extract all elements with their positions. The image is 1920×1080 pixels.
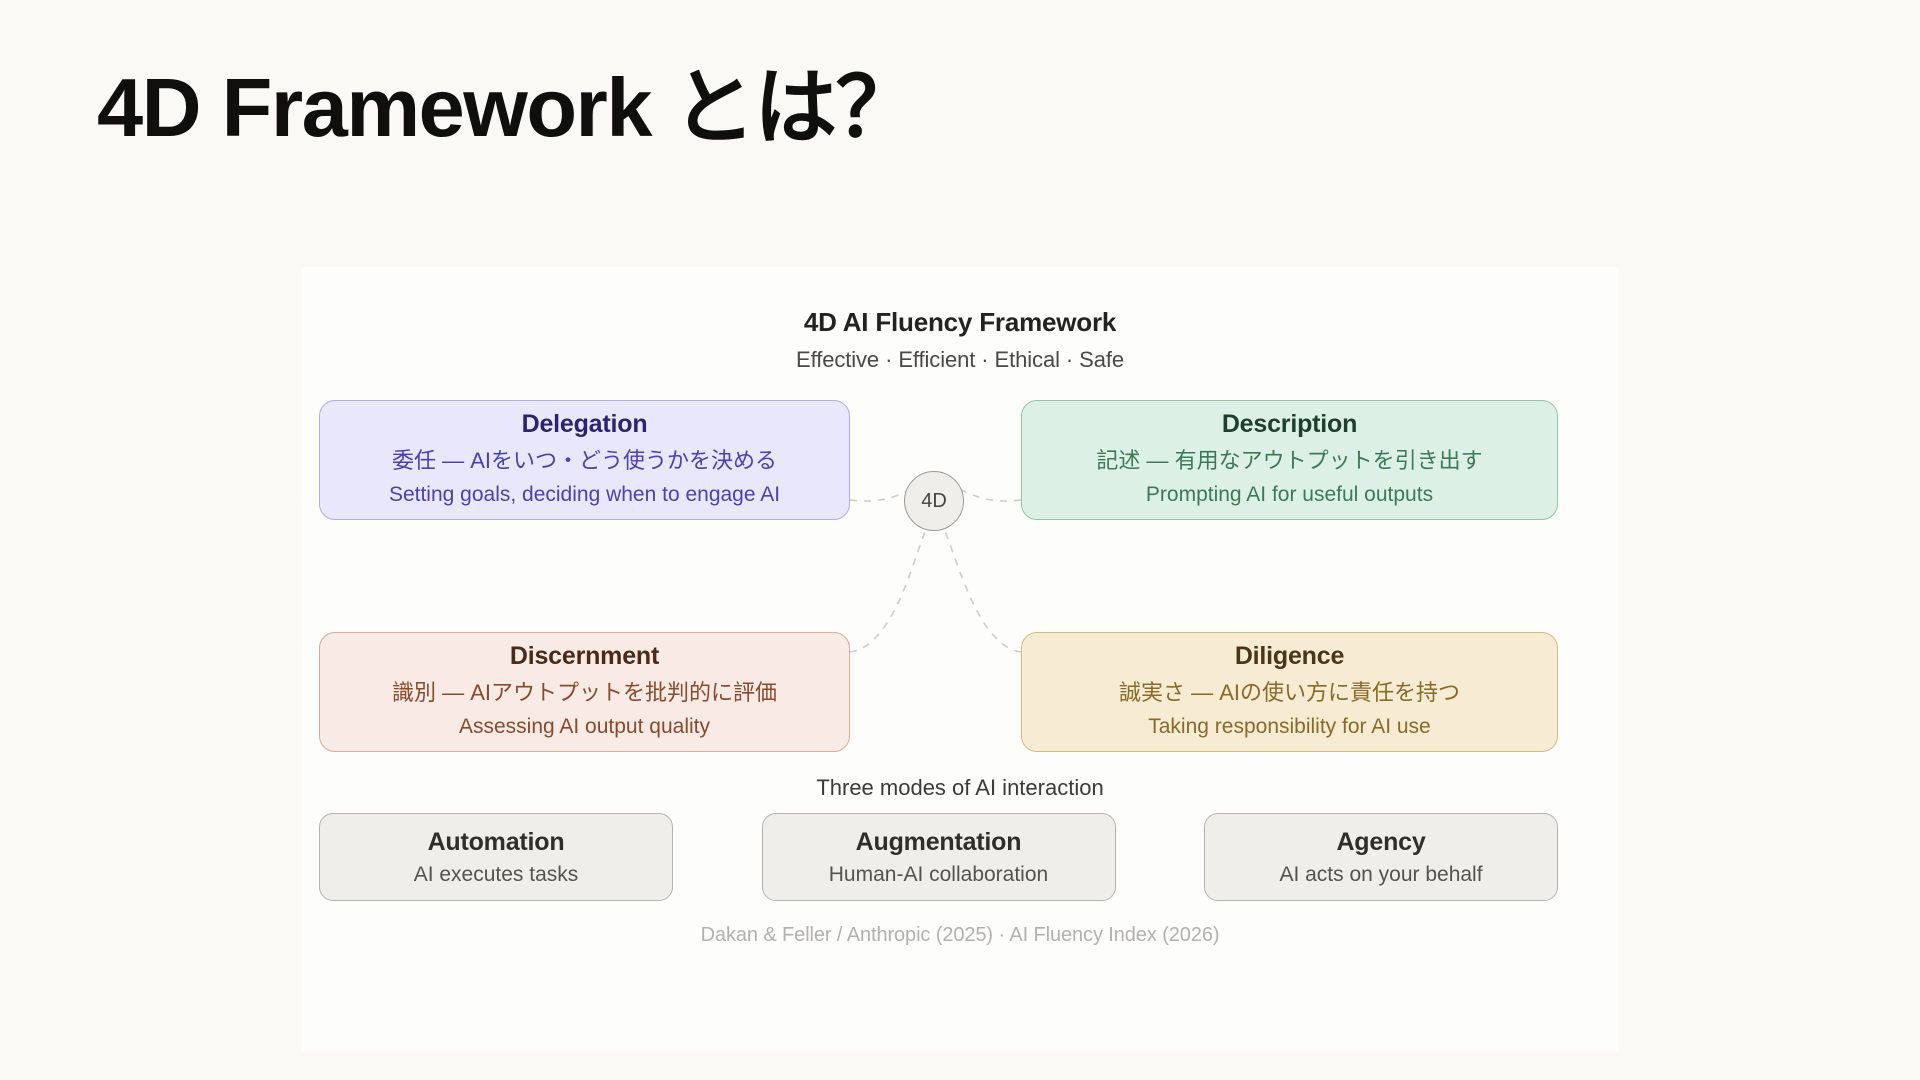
- mode-card-automation[interactable]: Automation AI executes tasks: [319, 813, 673, 901]
- mode-subtitle: AI executes tasks: [413, 862, 579, 886]
- modes-row: Automation AI executes tasks Augmentatio…: [319, 813, 1558, 901]
- mode-subtitle: AI acts on your behalf: [1279, 862, 1483, 886]
- quadrant-title: Delegation: [521, 410, 648, 439]
- quadrant-title: Description: [1221, 410, 1358, 439]
- quadrant-english-text: Taking responsibility for AI use: [1148, 715, 1431, 739]
- quadrant-english-text: Assessing AI output quality: [459, 715, 710, 739]
- quadrant-english-text: Setting goals, deciding when to engage A…: [388, 483, 781, 507]
- framework-diagram-panel: 4D AI Fluency Framework Effective · Effi…: [302, 267, 1618, 1052]
- quadrant-japanese-text: 委任 — AIをいつ・どう使うかを決める: [391, 448, 777, 474]
- quadrant-card-diligence[interactable]: Diligence 誠実さ — AIの使い方に責任を持つ Taking resp…: [1021, 632, 1558, 752]
- page-title: 4D Framework とは？: [97, 61, 919, 154]
- diagram-subtitle: Effective · Efficient · Ethical · Safe: [796, 347, 1124, 372]
- quadrant-card-discernment[interactable]: Discernment 識別 — AIアウトプットを批判的に評価 Assessi…: [319, 632, 850, 752]
- citation-text: Dakan & Feller / Anthropic (2025) · AI F…: [700, 924, 1220, 946]
- mode-card-agency[interactable]: Agency AI acts on your behalf: [1204, 813, 1558, 901]
- quadrant-title: Discernment: [509, 642, 660, 671]
- mode-title: Augmentation: [855, 827, 1022, 856]
- quadrant-english-text: Prompting AI for useful outputs: [1145, 483, 1434, 507]
- quadrant-card-description[interactable]: Description 記述 — 有用なアウトプットを引き出す Promptin…: [1021, 400, 1558, 520]
- mode-title: Automation: [427, 827, 565, 856]
- quadrant-card-delegation[interactable]: Delegation 委任 — AIをいつ・どう使うかを決める Setting …: [319, 400, 850, 520]
- quadrant-title: Diligence: [1234, 642, 1345, 671]
- mode-subtitle: Human-AI collaboration: [828, 862, 1049, 886]
- quadrant-japanese-text: 識別 — AIアウトプットを批判的に評価: [391, 680, 777, 706]
- diagram-title: 4D AI Fluency Framework: [803, 307, 1117, 337]
- quadrant-japanese-text: 記述 — 有用なアウトプットを引き出す: [1096, 448, 1483, 474]
- mode-card-augmentation[interactable]: Augmentation Human-AI collaboration: [761, 813, 1116, 901]
- center-hub-badge: 4D: [904, 471, 964, 531]
- quadrant-japanese-text: 誠実さ — AIの使い方に責任を持つ: [1118, 680, 1460, 706]
- mode-title: Agency: [1336, 827, 1426, 856]
- modes-section-label: Three modes of AI interaction: [816, 775, 1104, 800]
